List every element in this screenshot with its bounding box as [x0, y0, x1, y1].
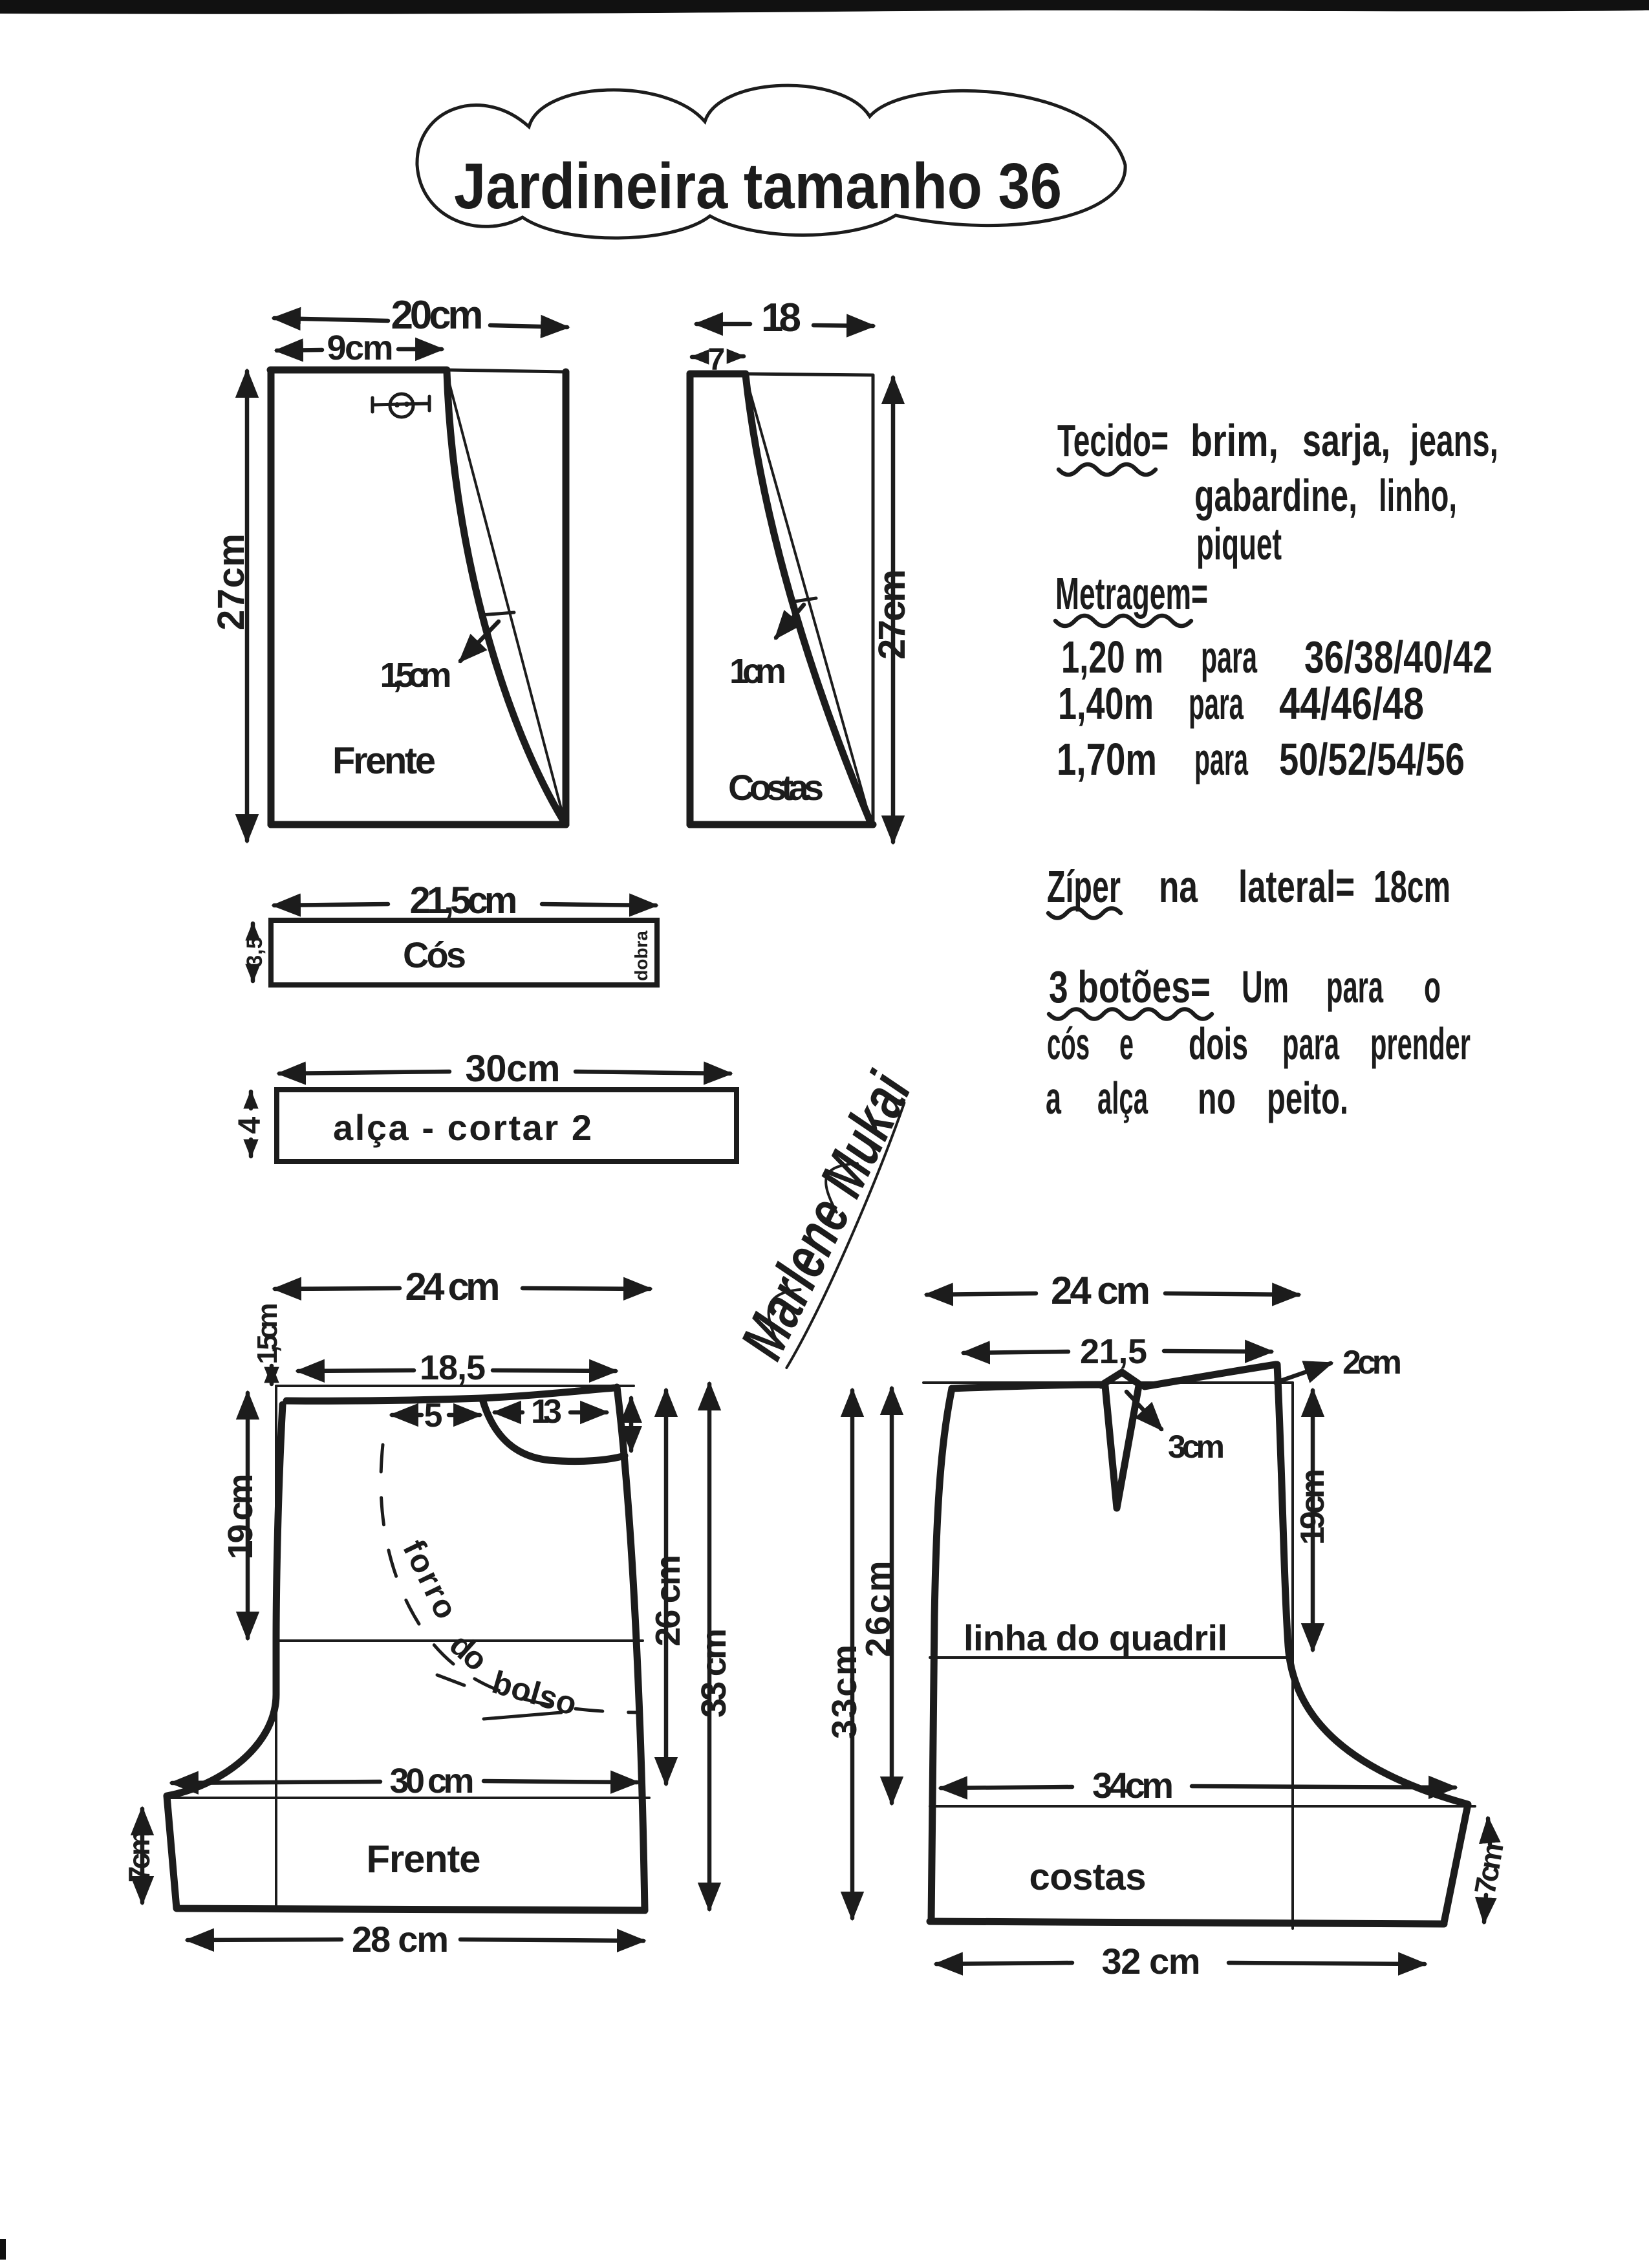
svg-text:3cm: 3cm: [1168, 1429, 1225, 1465]
svg-text:para: para: [1326, 962, 1384, 1012]
svg-text:Jardineira tamanho 36: Jardineira tamanho 36: [454, 150, 1062, 222]
svg-text:33cm: 33cm: [825, 1645, 864, 1739]
svg-text:1,5cm: 1,5cm: [380, 656, 452, 695]
svg-text:3,5: 3,5: [242, 936, 267, 967]
svg-text:Metragem=: Metragem=: [1055, 568, 1208, 619]
svg-text:32 cm: 32 cm: [1102, 1941, 1201, 1982]
svg-text:Um: Um: [1242, 962, 1289, 1012]
svg-text:30cm: 30cm: [466, 1048, 561, 1090]
svg-text:dobra: dobra: [631, 931, 651, 981]
svg-text:para: para: [1201, 632, 1258, 682]
svg-text:alça - cortar 2: alça - cortar 2: [333, 1107, 592, 1148]
svg-text:19 cm: 19 cm: [221, 1474, 260, 1560]
svg-text:50/52/54/56: 50/52/54/56: [1279, 734, 1465, 784]
svg-text:26 cm: 26 cm: [649, 1555, 687, 1647]
svg-text:linho,: linho,: [1379, 470, 1457, 521]
svg-text:e: e: [1119, 1019, 1134, 1069]
svg-text:costas: costas: [1029, 1856, 1147, 1898]
svg-text:27cm: 27cm: [871, 569, 913, 660]
svg-text:no: no: [1198, 1073, 1236, 1123]
svg-text:Cós: Cós: [403, 934, 466, 975]
svg-text:forro: forro: [396, 1534, 464, 1625]
svg-text:30 cm: 30 cm: [390, 1762, 475, 1800]
svg-text:Frente: Frente: [332, 740, 436, 782]
svg-text:28 cm: 28 cm: [352, 1919, 449, 1960]
svg-text:para: para: [1189, 678, 1244, 729]
svg-text:3 botões=: 3 botões=: [1049, 962, 1211, 1012]
svg-text:lateral=: lateral=: [1238, 861, 1355, 912]
svg-text:21,5cm: 21,5cm: [410, 880, 518, 922]
svg-text:peito.: peito.: [1267, 1073, 1348, 1123]
svg-text:21,5: 21,5: [1080, 1332, 1147, 1371]
svg-text:Marlene Mukai: Marlene Mukai: [728, 1062, 925, 1369]
svg-text:4: 4: [233, 1116, 267, 1134]
svg-text:Zíper: Zíper: [1047, 861, 1121, 912]
svg-text:5: 5: [424, 1397, 443, 1434]
svg-text:7: 7: [708, 343, 726, 377]
svg-text:na: na: [1159, 861, 1198, 912]
svg-text:1cm: 1cm: [729, 652, 786, 691]
svg-text:24 cm: 24 cm: [1051, 1269, 1150, 1312]
svg-text:34cm: 34cm: [1092, 1765, 1174, 1806]
svg-text:1,5cm: 1,5cm: [252, 1303, 283, 1365]
svg-text:7cm: 7cm: [122, 1830, 156, 1883]
svg-text:sarja,: sarja,: [1302, 415, 1390, 466]
svg-text:do: do: [443, 1626, 495, 1678]
svg-text:9cm: 9cm: [327, 329, 394, 367]
svg-text:o: o: [1424, 962, 1441, 1012]
svg-text:para: para: [1282, 1019, 1340, 1069]
svg-text:1,20 m: 1,20 m: [1061, 632, 1163, 682]
svg-text:1,70m: 1,70m: [1057, 734, 1157, 784]
svg-text:prender: prender: [1370, 1019, 1471, 1069]
svg-text:Costas: Costas: [728, 767, 824, 808]
svg-text:linha do quadril: linha do quadril: [964, 1617, 1227, 1658]
svg-text:piquet: piquet: [1196, 519, 1282, 569]
svg-text:para: para: [1194, 734, 1249, 784]
svg-text:1,40m: 1,40m: [1058, 678, 1154, 729]
svg-text:Frente: Frente: [367, 1837, 481, 1881]
svg-text:alça: alça: [1097, 1073, 1148, 1123]
svg-text:dois: dois: [1189, 1019, 1248, 1069]
svg-text:7cm: 7cm: [1468, 1840, 1510, 1897]
svg-text:18cm: 18cm: [1374, 861, 1450, 912]
svg-text:36/38/40/42: 36/38/40/42: [1304, 632, 1493, 682]
svg-text:24 cm: 24 cm: [405, 1265, 501, 1308]
svg-text:33 cm: 33 cm: [695, 1628, 733, 1718]
svg-text:2cm: 2cm: [1342, 1344, 1402, 1381]
svg-text:a: a: [1046, 1073, 1062, 1123]
svg-text:20cm: 20cm: [391, 293, 484, 338]
svg-text:Tecido=: Tecido=: [1057, 415, 1169, 466]
svg-text:27cm: 27cm: [210, 534, 252, 631]
svg-text:brim,: brim,: [1191, 415, 1278, 466]
svg-text:18: 18: [761, 296, 801, 340]
svg-text:jeans,: jeans,: [1410, 415, 1498, 466]
svg-text:26cm: 26cm: [859, 1561, 898, 1658]
svg-text:44/46/48: 44/46/48: [1279, 678, 1424, 729]
svg-text:cós: cós: [1047, 1019, 1090, 1069]
svg-text:13: 13: [531, 1393, 562, 1431]
svg-text:18,5: 18,5: [420, 1348, 486, 1387]
svg-text:gabardine,: gabardine,: [1194, 470, 1357, 521]
svg-text:19cm: 19cm: [1294, 1469, 1331, 1545]
